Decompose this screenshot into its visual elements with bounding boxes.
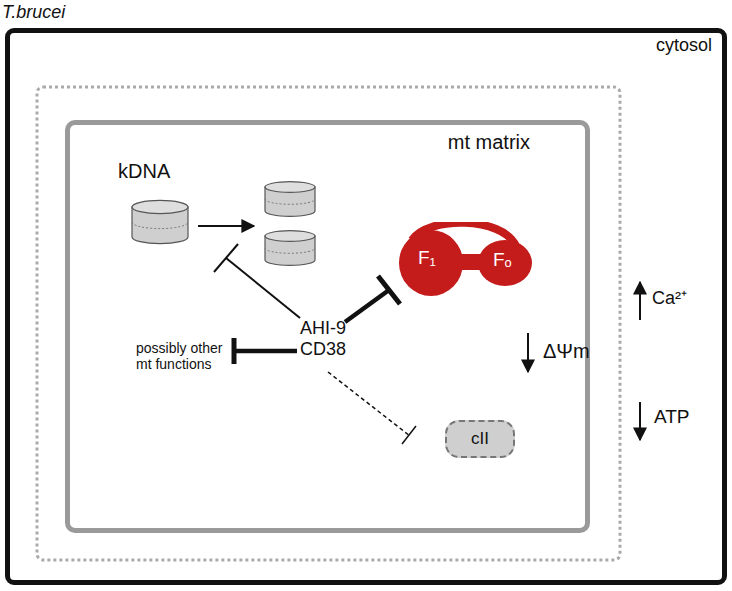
- decrease-arrow: [527, 333, 529, 372]
- kdna-disc: [265, 231, 315, 266]
- kdna-label: kDNA: [118, 160, 170, 183]
- inhibition-bar: [378, 276, 400, 304]
- decrease-arrow: [639, 402, 641, 440]
- complex-ii: cII: [445, 420, 515, 458]
- inhibition-line: [226, 258, 300, 318]
- node-label: cytosol: [656, 35, 712, 56]
- increase-arrow: [639, 282, 641, 320]
- inhibition-line: [234, 349, 297, 354]
- inhibition-bar: [214, 244, 238, 272]
- inhibition-line: [328, 372, 410, 436]
- inhibitor-label: AHI-9 CD38: [300, 318, 346, 360]
- inhibition-bar: [402, 426, 416, 444]
- membrane-potential: ΔΨm: [543, 340, 590, 363]
- node-label: T.brucei: [2, 2, 65, 23]
- atp-synthase: F₁ Fₒ: [398, 222, 534, 298]
- kdna-disc: [132, 200, 188, 243]
- inhibition-bar: [232, 338, 237, 364]
- kdna-disc: [265, 182, 315, 217]
- inhibition-line: [345, 290, 389, 322]
- node-label: mt matrix: [448, 131, 530, 154]
- node-label: F₁: [418, 247, 436, 269]
- note: possibly other mt functions: [136, 340, 228, 372]
- replication-arrow: [198, 225, 254, 227]
- ion-label: Ca²⁺: [652, 285, 687, 309]
- node-label: cII: [471, 429, 489, 449]
- metabolite-label: ATP: [654, 406, 690, 428]
- node-label: Fₒ: [493, 249, 512, 271]
- outer-membrane: [37, 87, 620, 560]
- cell-outline: T.bruceicytosolmt matrixF₁FₒcII: [5, 28, 727, 585]
